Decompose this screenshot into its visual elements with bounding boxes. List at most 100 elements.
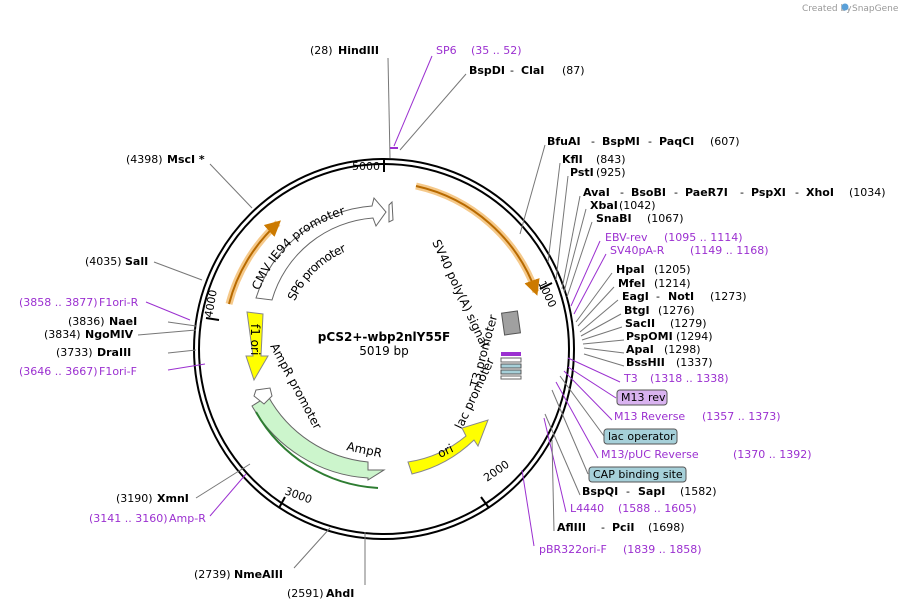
sv40-polya-block[interactable] bbox=[500, 310, 522, 336]
snapgene-brand: SnapGene bbox=[852, 4, 898, 14]
site-ahdi[interactable]: AhdI bbox=[326, 587, 354, 600]
tick-3000-label: 3000 bbox=[283, 485, 314, 507]
tick-2000-label: 2000 bbox=[481, 458, 511, 485]
site-bspdi[interactable]: BspDI bbox=[469, 64, 505, 77]
site-pspomi[interactable]: PspOMI bbox=[626, 330, 673, 343]
site-hindiii[interactable]: HindIII bbox=[338, 44, 379, 57]
primer-m13-reverse[interactable]: M13 Reverse bbox=[614, 410, 685, 423]
site-psti[interactable]: PstI bbox=[570, 166, 594, 179]
m13-rev-mark[interactable] bbox=[501, 352, 521, 356]
upper-right-orange-arc-highlight bbox=[415, 182, 540, 294]
site-bsshii[interactable]: BssHII bbox=[626, 356, 665, 369]
leader-bspdi bbox=[399, 73, 467, 151]
dash: - bbox=[648, 135, 652, 148]
site-pspxi[interactable]: PspXI bbox=[751, 186, 786, 199]
site-avai[interactable]: AvaI bbox=[583, 186, 610, 199]
leader-pspomi bbox=[582, 339, 625, 345]
dash: - bbox=[626, 485, 630, 498]
primer-f1ori-f-range: (3646 .. 3667) bbox=[19, 365, 98, 378]
f1-ori-arrow[interactable] bbox=[245, 311, 269, 382]
site-paqci[interactable]: PaqCI bbox=[659, 135, 694, 148]
primer-ebv-rev[interactable]: EBV-rev bbox=[605, 231, 648, 244]
tick-1000-label: 1000 bbox=[535, 279, 559, 310]
site-xmni[interactable]: XmnI bbox=[157, 492, 189, 505]
site-apai[interactable]: ApaI bbox=[626, 343, 654, 356]
site-pspomi-pos: (1294) bbox=[676, 330, 713, 343]
site-sali-pos: (4035) bbox=[85, 255, 122, 268]
primer-sp6[interactable]: SP6 bbox=[436, 44, 457, 57]
cap-binding-site-box[interactable] bbox=[588, 466, 687, 483]
site-clai[interactable]: ClaI bbox=[521, 64, 544, 77]
tick-3000-mark bbox=[278, 496, 286, 509]
site-sapi-pos: (1582) bbox=[680, 485, 717, 498]
site-pcii[interactable]: PciI bbox=[612, 521, 634, 534]
sp6-promoter-arrow[interactable] bbox=[388, 200, 394, 223]
site-sacii-pos: (1279) bbox=[670, 317, 707, 330]
site-hpai[interactable]: HpaI bbox=[616, 263, 645, 276]
site-xbai[interactable]: XbaI bbox=[590, 199, 618, 212]
site-bsshii-pos: (1337) bbox=[676, 356, 713, 369]
site-msci[interactable]: MscI * bbox=[167, 153, 205, 166]
site-sacii[interactable]: SacII bbox=[625, 317, 655, 330]
site-naei-pos: (3836) bbox=[68, 315, 105, 328]
site-nmeaiii-pos: (2739) bbox=[194, 568, 231, 581]
upper-right-orange-arc bbox=[415, 185, 540, 296]
leader-ngomiv bbox=[137, 329, 197, 336]
leader-xmni bbox=[195, 463, 251, 499]
lac-promoter-mark[interactable] bbox=[500, 375, 522, 380]
site-afliii[interactable]: AflIII bbox=[557, 521, 586, 534]
site-naei[interactable]: NaeI bbox=[109, 315, 137, 328]
site-ngomiv[interactable]: NgoMIV bbox=[85, 328, 134, 341]
lac-operator-mark[interactable] bbox=[500, 363, 522, 369]
site-bsobi[interactable]: BsoBI bbox=[631, 186, 666, 199]
site-apai-pos: (1298) bbox=[664, 343, 701, 356]
site-snabi[interactable]: SnaBI bbox=[596, 212, 632, 225]
site-pcii-pos: (1698) bbox=[648, 521, 685, 534]
site-mfei-pos: (1214) bbox=[654, 277, 691, 290]
site-btgi[interactable]: BtgI bbox=[624, 304, 650, 317]
site-draiii[interactable]: DraIII bbox=[97, 346, 131, 359]
ori-arrow[interactable] bbox=[407, 419, 489, 475]
lac-operator-box[interactable] bbox=[603, 428, 678, 445]
ampr-promoter-arrow[interactable] bbox=[253, 387, 273, 405]
tick-2000-mark bbox=[480, 496, 490, 509]
dash: - bbox=[674, 186, 678, 199]
site-sapi[interactable]: SapI bbox=[638, 485, 665, 498]
lac-operator-label: lac operator bbox=[608, 430, 675, 443]
site-nmeaiii[interactable]: NmeAIII bbox=[234, 568, 283, 581]
ampr-arrow[interactable] bbox=[251, 395, 386, 481]
site-xhoi[interactable]: XhoI bbox=[806, 186, 834, 199]
primer-f1ori-r[interactable]: F1ori-R bbox=[99, 296, 139, 309]
site-bspmi[interactable]: BspMI bbox=[602, 135, 640, 148]
primer-sv40pa-r[interactable]: SV40pA-R bbox=[610, 244, 665, 257]
site-mfei[interactable]: MfeI bbox=[618, 277, 645, 290]
site-kfli[interactable]: KflI bbox=[562, 153, 583, 166]
site-sali[interactable]: SalI bbox=[125, 255, 148, 268]
primer-m13puc-reverse[interactable]: M13/pUC Reverse bbox=[601, 448, 699, 461]
leader-naei bbox=[167, 321, 197, 327]
site-xbai-pos: (1042) bbox=[619, 199, 656, 212]
site-noti[interactable]: NotI bbox=[668, 290, 694, 303]
site-bfuai[interactable]: BfuAI bbox=[547, 135, 581, 148]
site-eagi[interactable]: EagI bbox=[622, 290, 649, 303]
site-paer7i[interactable]: PaeR7I bbox=[685, 186, 728, 199]
t3-promoter-mark[interactable] bbox=[500, 357, 522, 363]
m13-rev-box[interactable] bbox=[616, 389, 668, 406]
cap-site-mark[interactable] bbox=[500, 369, 522, 375]
site-bspqi[interactable]: BspQI bbox=[582, 485, 618, 498]
leader-ebv-rev bbox=[570, 240, 601, 307]
leader-f1ori-r bbox=[145, 301, 191, 321]
primer-pbr322ori-f[interactable]: pBR322ori-F bbox=[539, 543, 607, 556]
primer-l4440-range: (1588 .. 1605) bbox=[618, 502, 697, 515]
cmv-promoter-arrow[interactable] bbox=[255, 196, 387, 301]
primer-f1ori-f[interactable]: F1ori-F bbox=[99, 365, 137, 378]
primer-t3[interactable]: T3 bbox=[623, 372, 638, 385]
site-btgi-pos: (1276) bbox=[658, 304, 695, 317]
site-snabi-pos: (1067) bbox=[647, 212, 684, 225]
plasmid-name: pCS2+-wbp2nlY55F bbox=[318, 330, 451, 344]
leader-cap bbox=[551, 389, 589, 475]
tick-1000-mark bbox=[539, 282, 553, 290]
primer-l4440[interactable]: L4440 bbox=[570, 502, 604, 515]
primer-amp-r[interactable]: Amp-R bbox=[169, 512, 206, 525]
cap-binding-site-label: CAP binding site bbox=[593, 468, 683, 481]
